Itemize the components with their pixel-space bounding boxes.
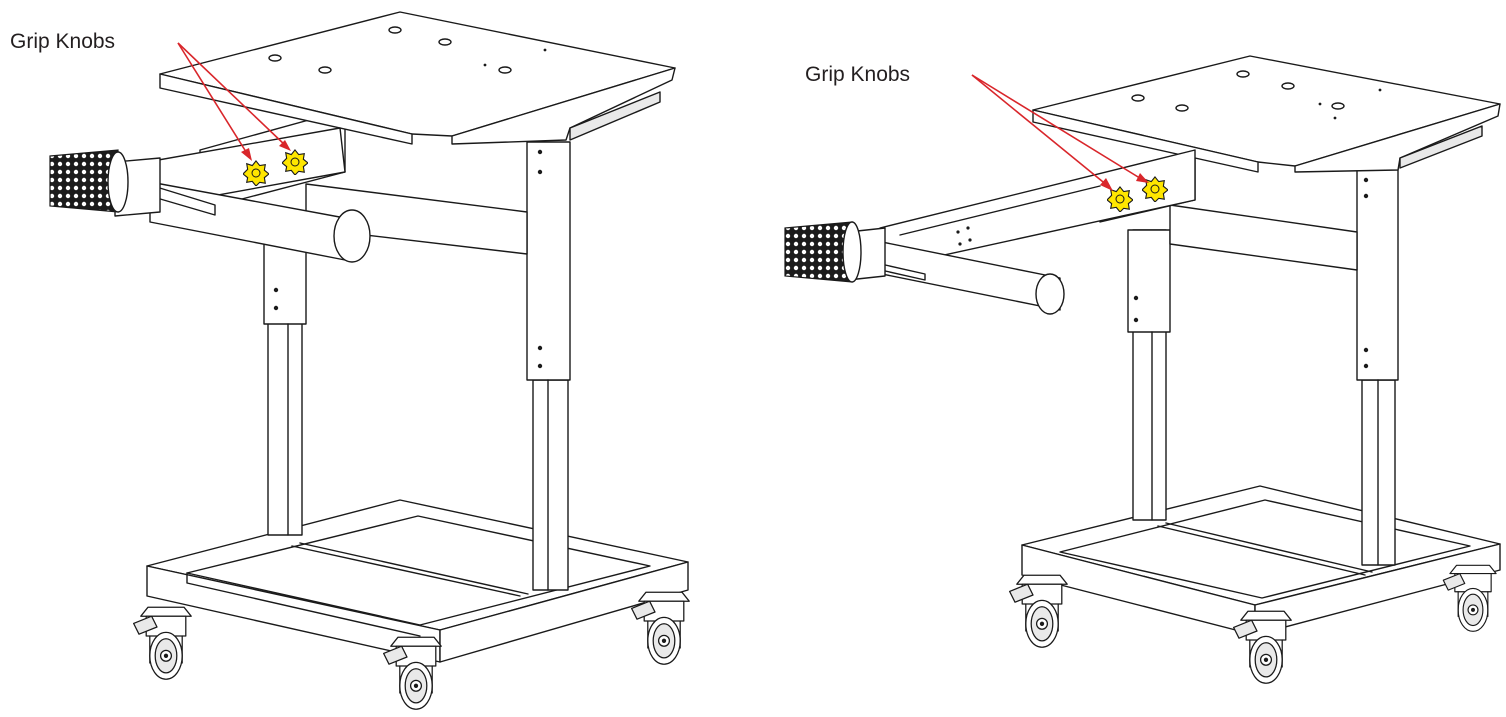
top-plate-left xyxy=(159,11,676,145)
cross-bar-right xyxy=(1169,204,1358,271)
rear-leg-left xyxy=(263,237,307,536)
cart-left xyxy=(49,11,690,710)
grip-knob-right-1 xyxy=(1107,186,1133,212)
rear-leg-right xyxy=(1127,229,1171,521)
arm-right xyxy=(784,149,1196,315)
grip-knob-left-2 xyxy=(282,149,308,175)
front-leg-left xyxy=(526,141,571,591)
callout-arrows-left xyxy=(177,42,291,161)
arm-left xyxy=(49,127,371,263)
grip-knobs-label-right: Grip Knobs xyxy=(805,63,911,86)
grip-knob-left-1 xyxy=(243,160,269,186)
callout-arrows-right xyxy=(971,74,1149,191)
perforated-tube-right xyxy=(784,221,853,283)
caster-right-front xyxy=(1008,574,1068,648)
caster-left-front xyxy=(132,606,192,680)
front-leg-right xyxy=(1356,164,1399,566)
top-plate-right xyxy=(1032,55,1501,173)
cart-right xyxy=(784,55,1501,684)
grip-knobs-label-left: Grip Knobs xyxy=(10,30,116,53)
grip-knob-right-2 xyxy=(1142,176,1168,202)
